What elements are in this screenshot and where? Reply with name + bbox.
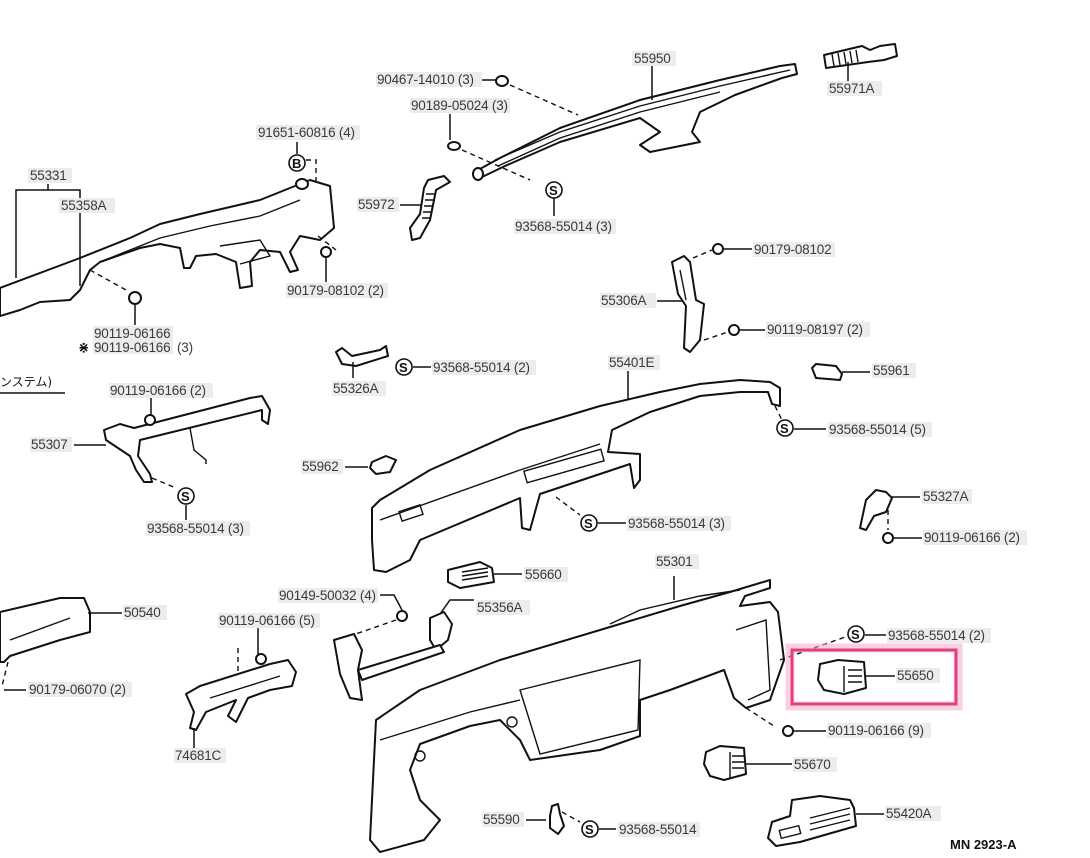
part-55331-reinforcement[interactable]: [0, 178, 335, 317]
clip-90467-icon: [495, 75, 509, 87]
label-55327A: 55327A: [923, 489, 969, 504]
bolt-90119-icon: [255, 653, 267, 665]
part-55301-instrument-panel[interactable]: [369, 579, 785, 853]
s-symbol-icon: [776, 419, 794, 437]
part-55307-bracket[interactable]: [103, 395, 271, 483]
label-93568-55014-single: 93568-55014: [619, 822, 697, 837]
part-55306A-bracket[interactable]: [671, 255, 705, 353]
bolt-90119-08197-icon: [728, 324, 740, 336]
highlight-55650[interactable]: 55650: [785, 643, 963, 711]
part-55971A-hose[interactable]: [823, 43, 898, 69]
asterisk-mark: ⋇: [78, 340, 89, 356]
label-90189-05024: 90189-05024 (3): [411, 98, 508, 113]
s-symbol-text: S: [780, 421, 789, 436]
s-symbol-icon: [581, 820, 599, 838]
s-symbol-text: S: [181, 489, 190, 504]
label-55670: 55670: [794, 757, 831, 772]
part-74681C-bracket[interactable]: [185, 659, 297, 731]
label-50540: 50540: [124, 605, 161, 620]
label-55358A: 55358A: [61, 198, 107, 213]
label-55331: 55331: [30, 168, 67, 183]
label-55660: 55660: [525, 567, 562, 582]
s-symbol-icon: [177, 487, 195, 505]
part-55590-clip[interactable]: [549, 803, 565, 835]
label-55950: 55950: [634, 51, 671, 66]
label-55420A: 55420A: [886, 806, 932, 821]
label-55962: 55962: [302, 459, 339, 474]
part-55950-defroster-nozzle[interactable]: [472, 63, 798, 181]
label-90119-06166-2a: 90119-06166 (2): [110, 383, 206, 398]
bolt-90119-icon: [144, 414, 156, 426]
part-55401E-safety-pad[interactable]: [371, 379, 781, 573]
label-90119-08197: 90119-08197 (2): [767, 322, 863, 337]
label-93568-55014-2a: 93568-55014 (2): [433, 360, 530, 375]
screw-90189-icon: [447, 141, 461, 151]
label-55326A: 55326A: [333, 381, 379, 396]
label-93568-55014-top: 93568-55014 (3): [515, 219, 612, 234]
label-55650: 55650: [897, 668, 934, 683]
part-55962-cover[interactable]: [369, 455, 397, 475]
part-55327A-bracket[interactable]: [859, 489, 893, 531]
label-93568-55014-5: 93568-55014 (5): [829, 422, 926, 437]
bolt-90119-icon: [782, 725, 794, 737]
s-symbol-text: S: [851, 627, 860, 642]
label-90467-14010: 90467-14010 (3): [377, 72, 474, 87]
figure-code: MN 2923-A: [950, 837, 1017, 852]
label-90119-06166-b-qty: (3): [177, 340, 193, 355]
s-symbol-text: S: [399, 360, 408, 375]
label-90179-06070: 90179-06070 (2): [29, 682, 126, 697]
label-55971A: 55971A: [829, 81, 875, 96]
label-55306A: 55306A: [601, 293, 647, 308]
s-symbol-icon: [395, 358, 413, 376]
s-symbol-text: S: [584, 516, 593, 531]
label-55356A: 55356A: [477, 600, 523, 615]
s-symbol-icon: [580, 514, 598, 532]
nut-90179-icon: [320, 246, 332, 258]
label-55307: 55307: [31, 437, 68, 452]
part-55961-cover[interactable]: [811, 363, 843, 381]
label-55972: 55972: [358, 197, 395, 212]
b-symbol-text: B: [292, 156, 301, 171]
label-90119-06166-a: 90119-06166: [94, 326, 170, 341]
label-93568-55014-2b: 93568-55014 (2): [888, 628, 985, 643]
s-symbol-icon: [847, 625, 865, 643]
part-55326A-bracket[interactable]: [335, 345, 389, 367]
part-50540-cover[interactable]: [0, 597, 91, 663]
part-55660-vent[interactable]: [447, 561, 495, 589]
label-55401E: 55401E: [609, 355, 655, 370]
label-90119-06166-2b: 90119-06166 (2): [924, 530, 1020, 545]
part-55356A-bracket[interactable]: [333, 611, 453, 701]
label-55961: 55961: [873, 363, 910, 378]
part-55420A-vent[interactable]: [767, 795, 857, 847]
label-55301: 55301: [656, 554, 693, 569]
s-symbol-text: S: [549, 183, 558, 198]
label-90119-06166-b: 90119-06166: [94, 340, 170, 355]
nut-90179-08102-icon: [712, 243, 724, 255]
section-heading-fragment: ンステム): [0, 375, 52, 389]
part-55650-vent[interactable]: [817, 659, 867, 695]
label-55590: 55590: [483, 812, 520, 827]
label-91651-60816: 91651-60816 (4): [258, 125, 355, 140]
b-symbol-icon: [288, 154, 306, 172]
screw-90149-icon: [396, 610, 408, 622]
label-74681C: 74681C: [175, 748, 222, 763]
label-90179-08102: 90179-08102: [754, 242, 831, 257]
bolt-90119-icon: [128, 291, 142, 305]
part-55972-hose[interactable]: [409, 175, 451, 241]
part-55670-vent[interactable]: [703, 745, 747, 781]
bolt-90119-icon: [882, 532, 894, 544]
label-93568-55014-3b: 93568-55014 (3): [628, 516, 725, 531]
label-93568-55014-3a: 93568-55014 (3): [147, 521, 244, 536]
s-symbol-text: S: [585, 822, 594, 837]
label-90149-50032: 90149-50032 (4): [279, 588, 376, 603]
label-90119-06166-9: 90119-06166 (9): [828, 723, 924, 738]
label-90119-06166-5: 90119-06166 (5): [219, 613, 315, 628]
label-90179-08102-2: 90179-08102 (2): [287, 283, 384, 298]
